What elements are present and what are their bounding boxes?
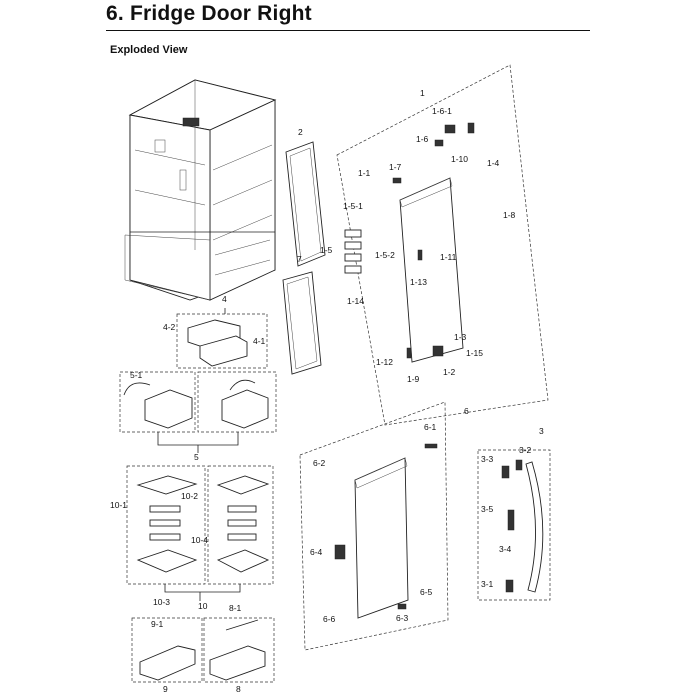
shelf-group-10	[126, 465, 274, 601]
door-panel-6	[299, 401, 449, 651]
callout-label: 1-14	[347, 296, 364, 306]
callout-label: 1-15	[466, 348, 483, 358]
callout-label: 1-7	[389, 162, 402, 172]
page-title: 6. Fridge Door Right	[106, 2, 312, 25]
callout-label: 4-2	[163, 322, 176, 332]
callout-label: 1-6	[416, 134, 429, 144]
callout-label: 2	[298, 127, 303, 137]
callout-label: 3-4	[499, 544, 512, 554]
callout-label: 9-1	[151, 619, 164, 629]
callout-label: 5-1	[130, 370, 143, 380]
callout-label: 10-1	[110, 500, 127, 510]
callout-label: 3-5	[481, 504, 494, 514]
callout-label: 1-2	[443, 367, 456, 377]
callout-label: 1-1	[358, 168, 371, 178]
callout-label: 6-5	[420, 587, 433, 597]
callout-label: 10	[198, 601, 208, 611]
callout-label: 6-1	[424, 422, 437, 432]
callout-label: 1-9	[407, 374, 420, 384]
handle-group-3	[477, 449, 551, 601]
drawer-group-4	[176, 308, 268, 369]
callout-label: 4	[222, 294, 227, 304]
callout-label: 1-8	[503, 210, 516, 220]
door-gasket-2	[285, 141, 326, 267]
callout-label: 4-1	[253, 336, 266, 346]
callout-label: 1-11	[440, 252, 457, 262]
section-subtitle: Exploded View	[110, 44, 188, 56]
callout-label: 1-12	[376, 357, 393, 367]
callout-label: 1-13	[410, 277, 427, 287]
fridge-cabinet-drawing	[124, 79, 277, 301]
bin-group-9	[131, 617, 203, 683]
callout-label: 1-10	[451, 154, 468, 164]
basket-group-5	[119, 371, 277, 453]
callout-label: 1	[420, 88, 425, 98]
callout-label: 8-1	[229, 603, 242, 613]
callout-label: 1-6-1	[432, 106, 452, 116]
callout-label: 6-4	[310, 547, 323, 557]
callout-label: 10-2	[181, 491, 198, 501]
callout-label: 10-3	[153, 597, 170, 607]
callout-label: 6-6	[323, 614, 336, 624]
callout-label: 3	[539, 426, 544, 436]
callout-label: 3-1	[481, 579, 494, 589]
callout-label: 1-4	[487, 158, 500, 168]
callout-label: 6-3	[396, 613, 409, 623]
title-rule	[106, 30, 590, 31]
callout-label: 6	[464, 406, 469, 416]
callout-label: 8	[236, 684, 241, 694]
callout-label: 1-3	[454, 332, 467, 342]
door-gasket-7	[282, 271, 322, 375]
callout-label: 3-2	[519, 445, 532, 455]
door-assembly-1	[336, 64, 549, 426]
callout-label: 6-2	[313, 458, 326, 468]
callout-label: 3-3	[481, 454, 494, 464]
callout-label: 9	[163, 684, 168, 694]
callout-label: 7	[297, 254, 302, 264]
callout-label: 1-5-1	[343, 201, 363, 211]
callout-labels: 1 1-6-1 1-6 1-10 1-4 1-7 1-1 1-8 1-5-1 1-5 1-5-2 1-…	[110, 88, 544, 694]
bin-group-8	[203, 617, 275, 683]
callout-label: 1-5-2	[375, 250, 395, 260]
callout-label: 10-4	[191, 535, 208, 545]
callout-label: 1-5	[320, 245, 333, 255]
callout-label: 5	[194, 452, 199, 462]
